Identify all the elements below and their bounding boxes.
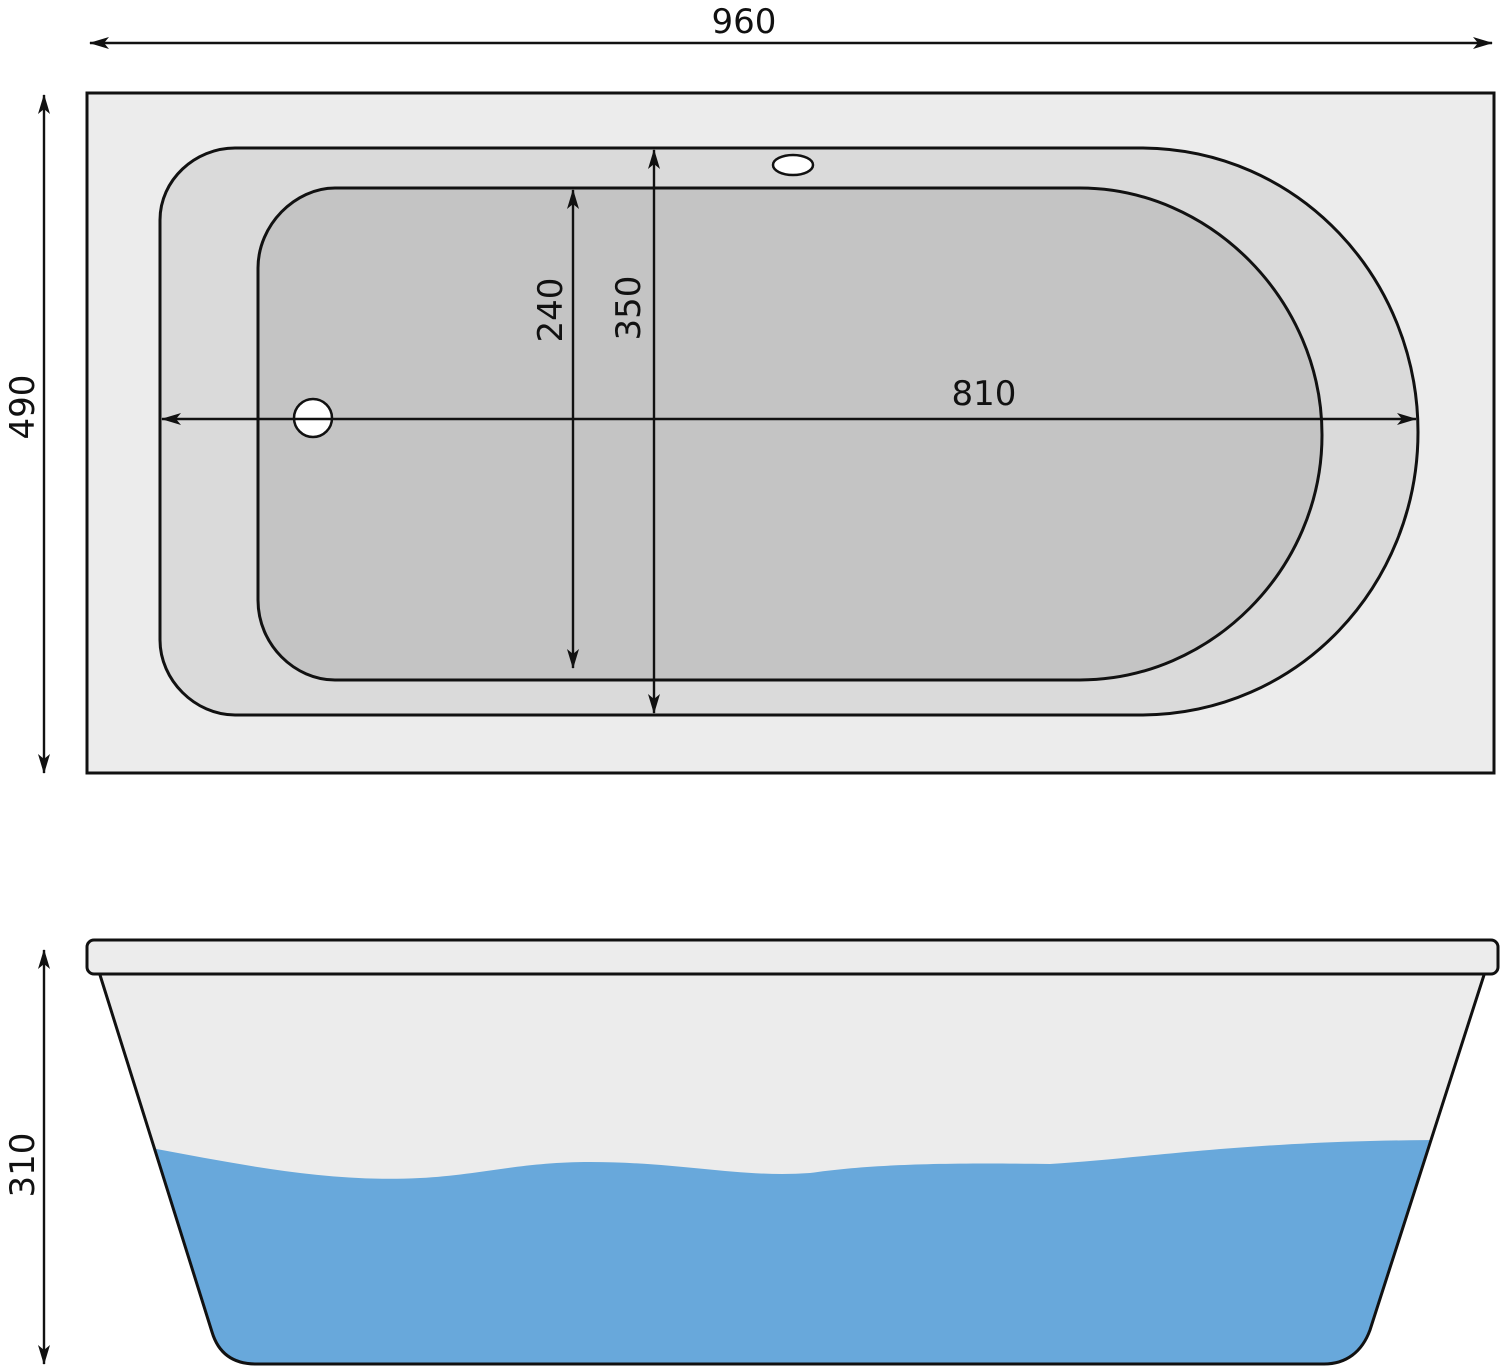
height-dimension: 310	[3, 949, 50, 1365]
label-inner-width-bottom: 240	[531, 278, 571, 343]
tub-rim	[85, 938, 1500, 976]
label-overall-length: 960	[712, 2, 777, 42]
overall-width-dimension: 490	[3, 94, 50, 774]
water-fill	[100, 1140, 1484, 1364]
overflow-hole-icon	[771, 153, 815, 177]
label-overall-width: 490	[3, 375, 43, 440]
label-inner-length: 810	[952, 374, 1017, 414]
overall-length-dimension: 960	[89, 2, 1493, 49]
side-view	[85, 938, 1500, 1366]
label-height: 310	[3, 1133, 43, 1198]
label-inner-width-top: 350	[609, 276, 649, 341]
tub-body-outline	[98, 974, 1486, 1366]
bowl-inner-outline	[256, 186, 1324, 682]
top-view: 810 350 240	[85, 91, 1496, 775]
